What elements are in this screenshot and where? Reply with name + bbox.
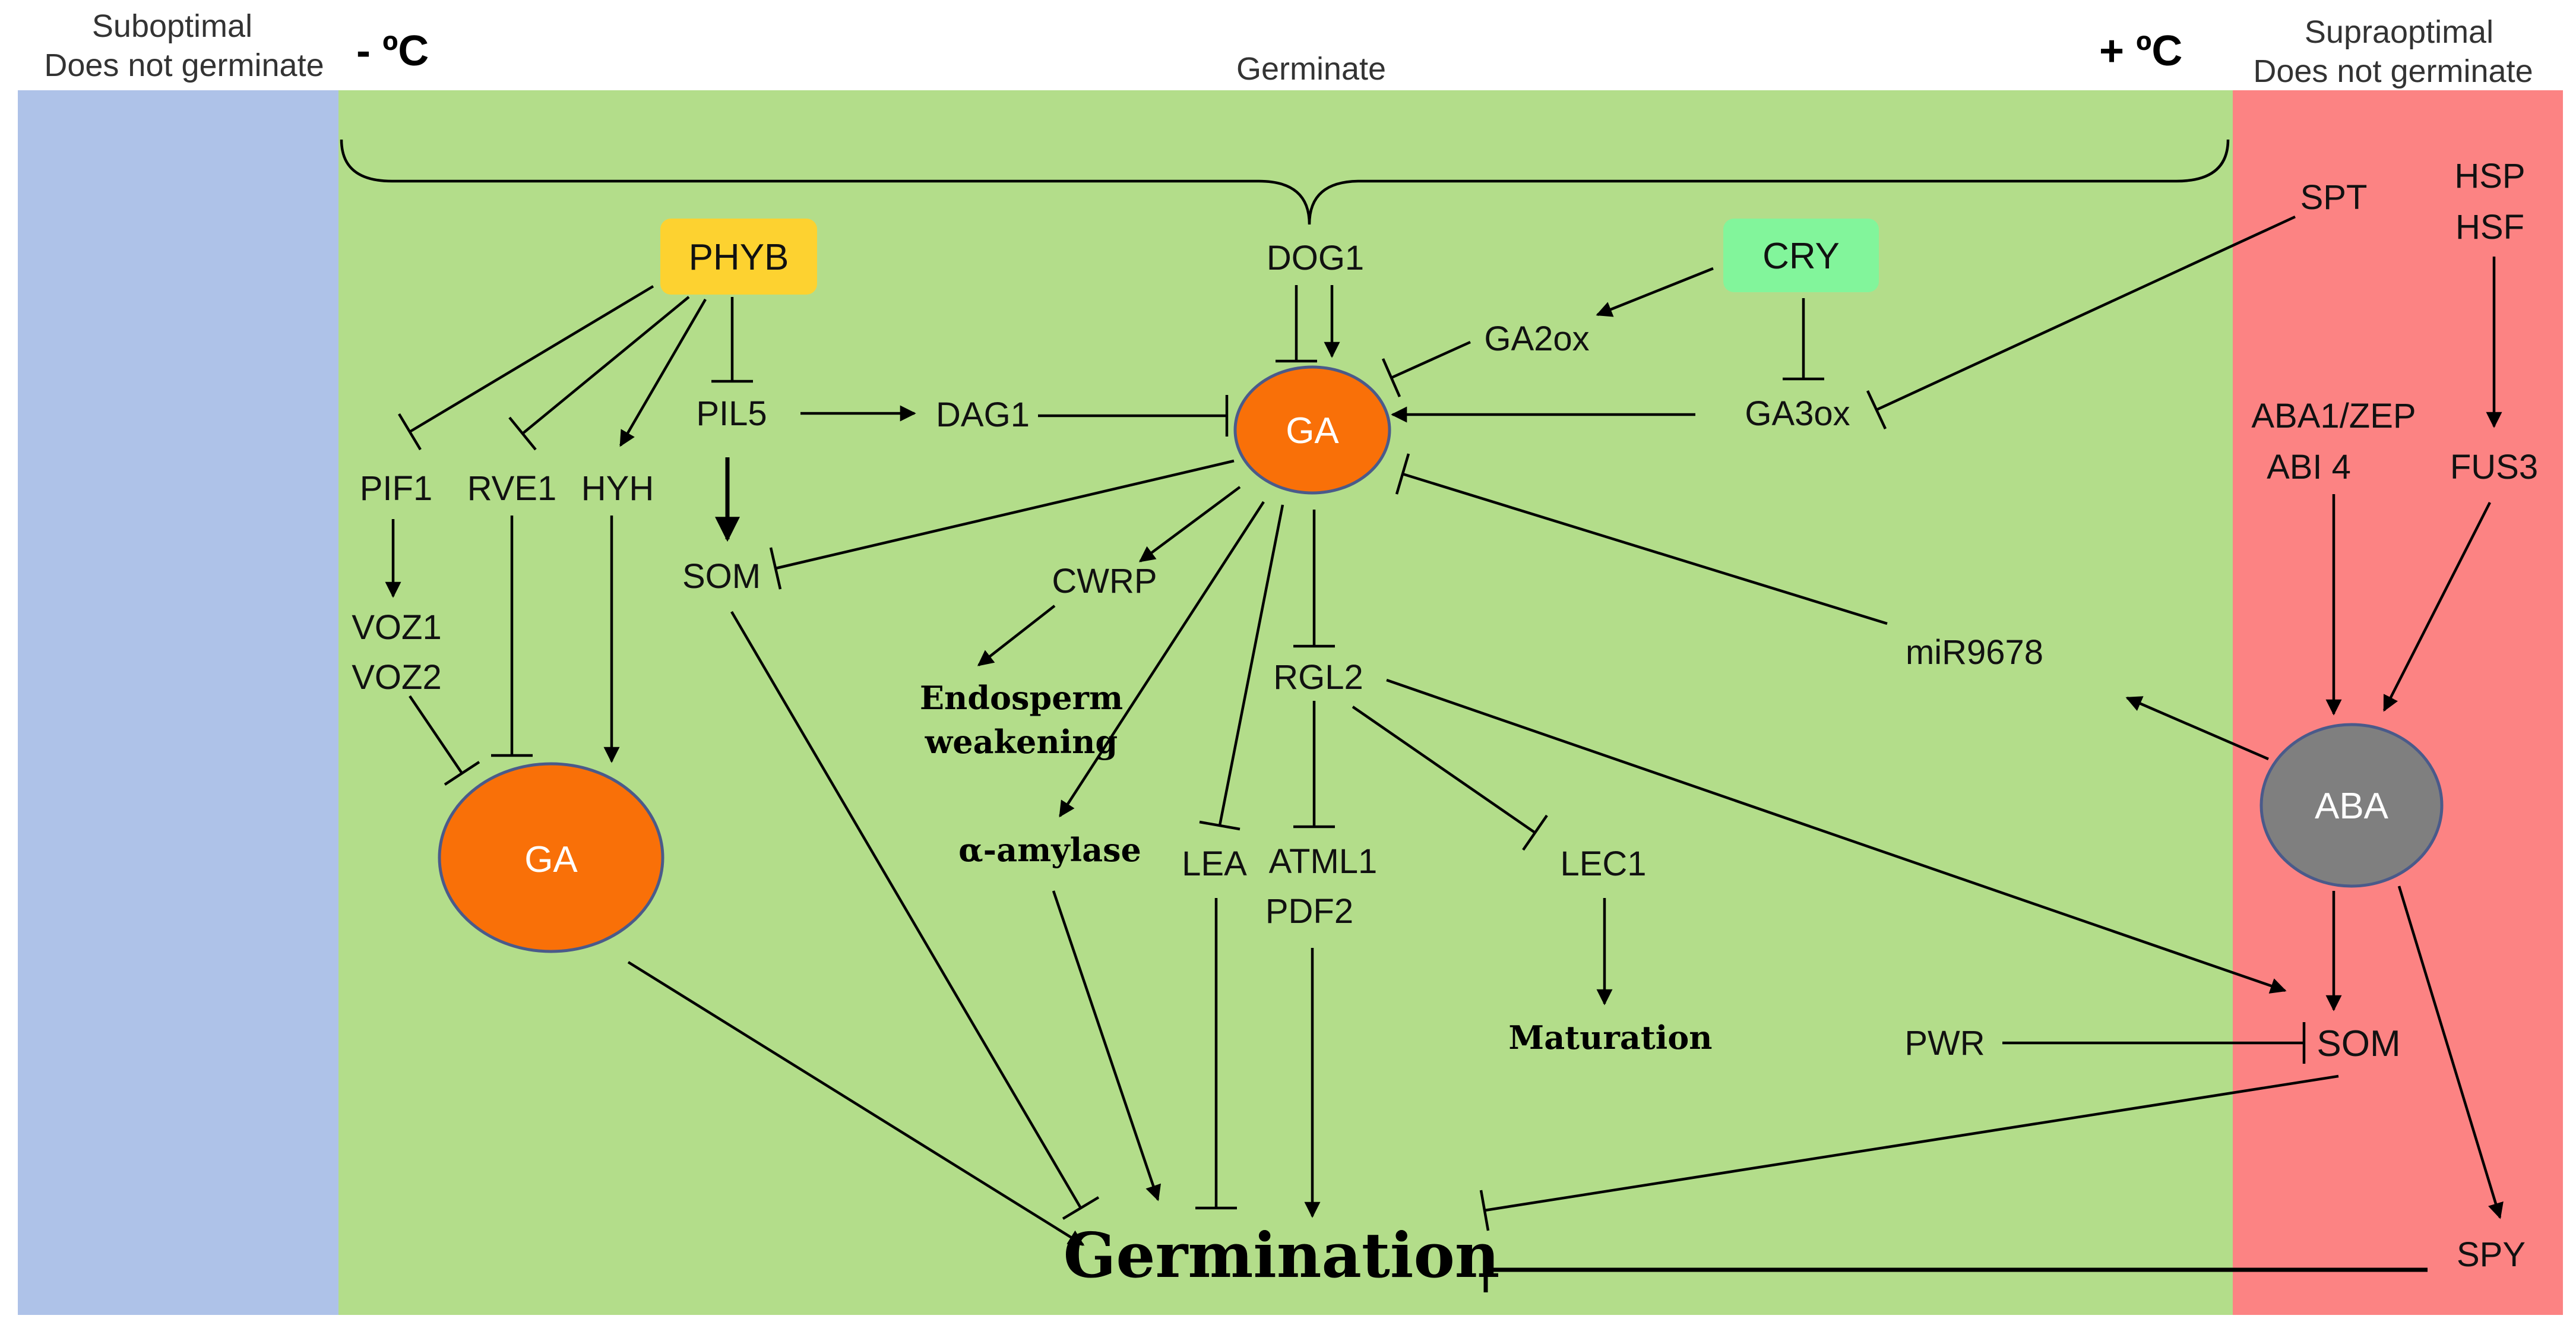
mir9678-label: miR9678: [1906, 633, 2043, 672]
cry-label: CRY: [1762, 236, 1840, 277]
edge-phyb-hyh: [619, 298, 707, 447]
hsf-label: HSF: [2455, 208, 2524, 246]
germinate-zone: [338, 90, 2233, 1315]
rve1-label: RVE1: [467, 469, 556, 508]
edge-phyb-pif1-inhibit: [398, 285, 654, 451]
aba-node: [2259, 723, 2444, 888]
aba1-zep-label: ABA1/ZEP: [2251, 397, 2416, 435]
edge-dag1-ga-inhibit: [1038, 395, 1229, 437]
edge-ga-cwrp: [1138, 486, 1241, 562]
cry-box: [1723, 219, 1879, 292]
edge-rgl2-atml1-inhibit: [1293, 701, 1335, 829]
edge-voz-ga-left-inhibit: [409, 695, 480, 786]
spt-label: SPT: [2300, 178, 2368, 217]
lec1-label: LEC1: [1560, 845, 1646, 883]
lea-label: LEA: [1182, 845, 1247, 883]
supraoptimal-zone: [2233, 90, 2563, 1315]
ga-center-node: [1233, 365, 1391, 495]
voz1-label: VOZ1: [352, 608, 442, 647]
aba-label: ABA: [2315, 786, 2389, 827]
edge-ga-rgl2-inhibit: [1293, 510, 1335, 648]
ga2ox-label: GA2ox: [1484, 320, 1589, 358]
edge-rgl2-som-right: [1386, 678, 2287, 994]
edge-fus3-aba: [2382, 501, 2492, 712]
germinate-label: Germinate: [1236, 51, 1386, 87]
dag1-label: DAG1: [936, 396, 1030, 434]
edge-dog1-ga-inhibit: [1276, 285, 1317, 363]
warm-temperature-label: + ºC: [2099, 27, 2182, 75]
ga-left-node: [438, 762, 664, 953]
suboptimal-label: Suboptimal: [92, 8, 252, 44]
cwrp-label: CWRP: [1052, 562, 1157, 600]
edge-phyb-pil5-inhibit: [711, 297, 753, 383]
som-right-label: SOM: [2316, 1023, 2400, 1064]
phyb-label: PHYB: [689, 237, 789, 278]
som-left-label: SOM: [682, 557, 761, 596]
edge-cry-ga2ox: [1596, 267, 1714, 317]
edge-aba-spy: [2397, 886, 2504, 1219]
pwr-label: PWR: [1904, 1024, 1985, 1063]
endosperm-label-line2: weakening: [925, 723, 1118, 761]
atml1-label: ATML1: [1269, 842, 1378, 881]
edge-ga-left-germination: [627, 961, 1085, 1246]
supraoptimal-sublabel: Does not germinate: [2253, 53, 2533, 89]
edge-rgl2-lec1-inhibit: [1352, 706, 1548, 851]
ga-left-label: GA: [524, 839, 578, 880]
edge-spy-germination-inhibit: [1483, 1247, 2428, 1292]
edge-spt-ga3ox-inhibit: [1866, 215, 2296, 429]
edge-cwrp-endosperm: [977, 605, 1056, 666]
supraoptimal-label: Supraoptimal: [2305, 14, 2493, 50]
voz2-label: VOZ2: [352, 658, 442, 697]
edge-alpha-amylase-germination: [1052, 890, 1161, 1201]
germination-label: Germination: [1064, 1219, 1500, 1292]
edge-mir9678-ga-inhibit: [1395, 453, 1888, 625]
edge-aba-mir9678: [2125, 696, 2269, 761]
edge-ga-lea-inhibit: [1199, 504, 1284, 831]
edge-ga2ox-ga-inhibit: [1381, 340, 1471, 397]
edge-lea-germination-inhibit: [1195, 898, 1237, 1210]
ga-center-label: GA: [1286, 410, 1339, 451]
fus3-label: FUS3: [2450, 448, 2538, 486]
edge-pwr-som-right-inhibit: [2002, 1022, 2306, 1064]
edge-cry-ga3ox-inhibit: [1783, 298, 1824, 381]
edge-ga-som-left-inhibit: [769, 459, 1235, 590]
suboptimal-zone: [18, 90, 338, 1315]
germinate-brace: [340, 139, 2230, 225]
ga3ox-label: GA3ox: [1745, 394, 1850, 433]
edge-rve1-ga-left-inhibit: [491, 516, 533, 757]
phyb-box: [660, 219, 817, 295]
abi4-label: ABI 4: [2267, 448, 2351, 486]
endosperm-label-line1: Endosperm: [920, 679, 1123, 717]
spy-label: SPY: [2457, 1235, 2526, 1274]
edge-phyb-rve1-inhibit: [508, 296, 690, 451]
pdf2-label: PDF2: [1265, 892, 1353, 931]
pil5-label: PIL5: [696, 394, 767, 433]
edge-som-left-germination-inhibit: [730, 611, 1100, 1220]
pif1-label: PIF1: [360, 469, 433, 508]
maturation-label: Maturation: [1508, 1019, 1712, 1057]
hsp-label: HSP: [2454, 157, 2525, 195]
edge-ga-alpha-amylase: [1059, 501, 1265, 818]
suboptimal-sublabel: Does not germinate: [44, 48, 324, 83]
edge-som-right-germination-inhibit: [1479, 1074, 2339, 1231]
hyh-label: HYH: [581, 469, 654, 508]
rgl2-label: RGL2: [1273, 658, 1363, 697]
dog1-label: DOG1: [1267, 239, 1364, 277]
alpha-amylase-label: α-amylase: [958, 831, 1141, 869]
cold-temperature-label: - ºC: [356, 27, 429, 75]
